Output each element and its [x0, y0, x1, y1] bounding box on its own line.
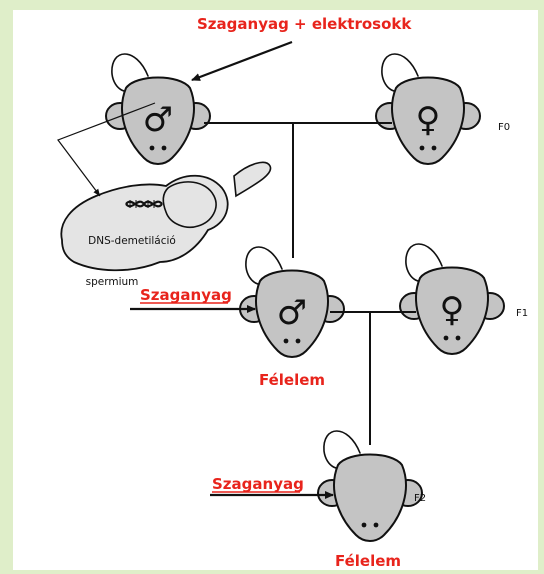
- f1-male-symbol: ♂: [277, 293, 307, 333]
- f2-fear-label: Félelem: [335, 552, 401, 570]
- generation-label-f0: F0: [498, 122, 510, 133]
- sperm-label-spermium: spermium: [86, 276, 139, 288]
- sperm-label-demethylation: DNS-demetiláció: [88, 235, 176, 247]
- top-stimulus-label: Szaganyag + elektrosokk: [197, 15, 412, 33]
- generation-label-f2: F2: [414, 493, 426, 504]
- f2-stimulus-label: Szaganyag: [212, 475, 304, 493]
- f1-female-symbol: ♀: [440, 290, 465, 330]
- generation-label-f1: F1: [516, 308, 528, 319]
- f1-stimulus-label: Szaganyag: [140, 286, 232, 304]
- f0-female-symbol: ♀: [416, 100, 441, 140]
- f1-fear-label: Félelem: [259, 371, 325, 389]
